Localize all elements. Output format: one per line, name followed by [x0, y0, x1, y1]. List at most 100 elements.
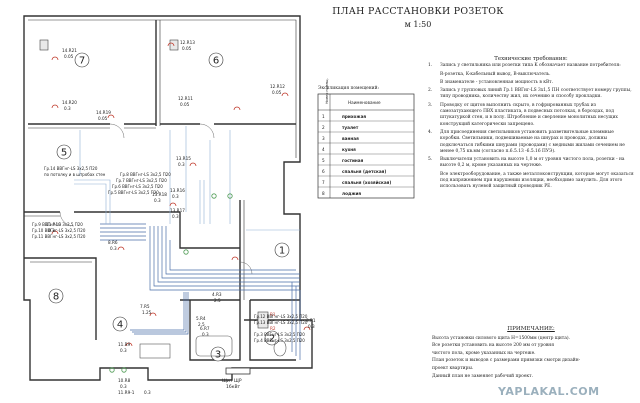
room-7-number: 7: [79, 56, 85, 67]
socket-power: 0.05: [272, 90, 282, 95]
requirement-num: 5.: [428, 157, 433, 163]
socket-label: 13.R18: [152, 192, 167, 197]
socket-power: 0.3: [202, 332, 209, 337]
legend-row-name: спальня (хозяйская): [342, 180, 391, 185]
requirement-item: 3. Проводку от щитов выполнить скрыто, в …: [428, 103, 634, 128]
requirement-text: Запись у светильника или розетки типа K …: [440, 63, 621, 69]
legend-row-name: туалет: [342, 125, 359, 130]
legend-title: Экспликация помещений:: [318, 86, 380, 91]
socket-power: 0.3: [110, 246, 117, 251]
group-label: Гр.9 ВВГнг-LS 3х2,5 П20: [32, 222, 83, 227]
socket-power: 0.3: [64, 106, 71, 111]
legend-row-name: кухня: [342, 147, 356, 152]
requirement-text: Запись у групповых линий Гр.1 ВВГнг-LS 3…: [440, 88, 632, 100]
group-label: Гр.12 ВВГнг-LS 3х2,5 П20: [254, 314, 308, 319]
socket-label: 14.R20: [62, 100, 77, 105]
requirement-num: 1.: [428, 63, 433, 69]
socket-power: 0.3: [144, 390, 151, 395]
socket-power: 2.5: [198, 322, 205, 327]
group-labels: Гр.14 ВВГнг-LS 3х2,5 П20 по потолку и в …: [32, 166, 308, 343]
group-label: Гр.3 ВВГнг-LS 3х2,5 П20: [254, 332, 305, 337]
room-5-number: 5: [61, 148, 67, 159]
group-label: Гр.8 ВВГнг-LS 3х2,5 П20: [120, 172, 171, 177]
legend-col-name: Наименование: [348, 100, 381, 105]
requirement-text: Для присоединения светильников установит…: [440, 129, 625, 154]
legend-row-num: 2: [322, 125, 325, 130]
socket-label: 11.R10: [46, 222, 61, 227]
legend-row-num: 1: [322, 114, 325, 119]
socket-power: 0.3: [172, 194, 179, 199]
doors: [59, 123, 253, 275]
legend-row-name: лоджия: [342, 191, 361, 196]
legend-row-num: 3: [322, 136, 325, 141]
socket-label: 13.R15: [176, 156, 191, 161]
watermark-logo: YAPLAKAL.COM: [498, 385, 600, 398]
requirement-item: Все электрооборудование, а также металло…: [440, 171, 634, 190]
requirement-item: 2. Запись у групповых линий Гр.1 ВВГнг-LS…: [428, 88, 634, 101]
legend-row-num: 8: [322, 191, 325, 196]
panel-label: Щит ЩР: [222, 378, 242, 384]
requirement-text: Выключатели установить на высоте 1,0 м о…: [440, 157, 625, 169]
socket-power: 0.3: [48, 228, 55, 233]
page-title: ПЛАН РАССТАНОВКИ РОЗЕТОК: [332, 6, 504, 17]
requirements-heading: Технические требования:: [494, 56, 568, 62]
requirement-item: 1. Запись у светильника или розетки типа …: [428, 63, 634, 69]
legend-row-name: гостиная: [342, 158, 364, 163]
note-line: проект квартиры.: [432, 365, 474, 371]
socket-power: 1.25: [142, 310, 152, 315]
socket-label: 3.R1: [306, 318, 316, 323]
socket-labels: 14.R21 0.05 14.R20 0.3 14.R19 0.05 12.R1…: [46, 40, 316, 395]
note-line: План розеток и выводов с размерами привя…: [432, 358, 581, 364]
socket-label: 12.R12: [270, 84, 285, 89]
cable-routes-light: [74, 126, 300, 231]
notes-heading: ПРИМЕЧАНИЕ:: [507, 326, 555, 332]
fixtures: [139, 335, 287, 359]
room-2-number: 2: [269, 334, 275, 345]
socket-power: 0.3: [120, 384, 127, 389]
group-label: Гр.7 ВВГнг-LS 3х2,5 П20: [116, 178, 167, 183]
room-1-number: 1: [279, 246, 285, 257]
socket-label: 14.R19: [96, 110, 111, 115]
socket-power: 0.05: [180, 102, 190, 107]
route-note: по потолку и в штробах стен: [44, 172, 106, 177]
legend-row-name: спальня (детская): [342, 169, 386, 174]
socket-label: 7.R5: [140, 304, 150, 309]
note-line: Все розетки установить на высоте 200 мм …: [432, 343, 555, 349]
switch-symbols: [109, 193, 233, 373]
requirement-num: 2.: [428, 88, 433, 94]
technical-requirements: Технические требования: 1. Запись у свети…: [428, 56, 634, 193]
socket-power: 0.3: [154, 198, 161, 203]
socket-label: 10.R8: [118, 378, 131, 383]
requirement-item: 4. Для присоединения светильников установ…: [428, 130, 634, 155]
group-label: Гр.13 ВВГнг-LS 3х2,5 П20: [254, 320, 308, 325]
socket-label: 6.R7: [200, 326, 210, 331]
group-label: Гр.11 ВВГнг-LS 3х2,5 П20: [32, 234, 86, 239]
socket-label: 13.R17: [170, 208, 185, 213]
socket-label: 14.R21: [62, 48, 77, 53]
walls: [23, 15, 313, 381]
note-line: Данный план не заменяет рабочий проект.: [432, 373, 533, 379]
panel-sub: 16кВт: [226, 384, 241, 390]
socket-label: 4.R3: [212, 292, 222, 297]
socket-power: 2.5: [214, 298, 221, 303]
requirement-num: 3.: [428, 102, 433, 108]
socket-power: 0.3: [178, 162, 185, 167]
requirement-item: 5. Выключатели установить на высоте 1,0 м…: [428, 157, 634, 170]
socket-label: 12.R11: [178, 96, 193, 101]
group-label: Гр.10 ВВГнг-LS 3х2,5 П20: [32, 228, 86, 233]
legend-row-num: 6: [322, 169, 325, 174]
requirement-num: 4.: [428, 129, 433, 135]
legend-row-name: прихожая: [342, 114, 366, 119]
note-line: чистого пола, кроме указанных на чертеже…: [432, 350, 536, 356]
legend-table: Номер помещ. Наименование 1 прихожая 2 т…: [317, 78, 415, 199]
socket-power: 0.3: [172, 214, 179, 219]
room-numbers: 7 6 5 8 4 1 3 2: [48, 52, 290, 362]
requirement-text: Проводку от щитов выполнить скрыто, в го…: [440, 102, 618, 127]
socket-label: 5.R4: [196, 316, 206, 321]
socket-label: 12.R13: [180, 40, 195, 45]
room-8-number: 8: [53, 292, 59, 303]
group-label: Гр.4 ВВГнг-LS 3х2,5 П20: [254, 338, 305, 343]
group-label: Гр.6 ВВГнг-LS 3х2,5 П20: [112, 184, 163, 189]
requirement-item: В знаменателе - установленная мощность в…: [440, 79, 554, 85]
